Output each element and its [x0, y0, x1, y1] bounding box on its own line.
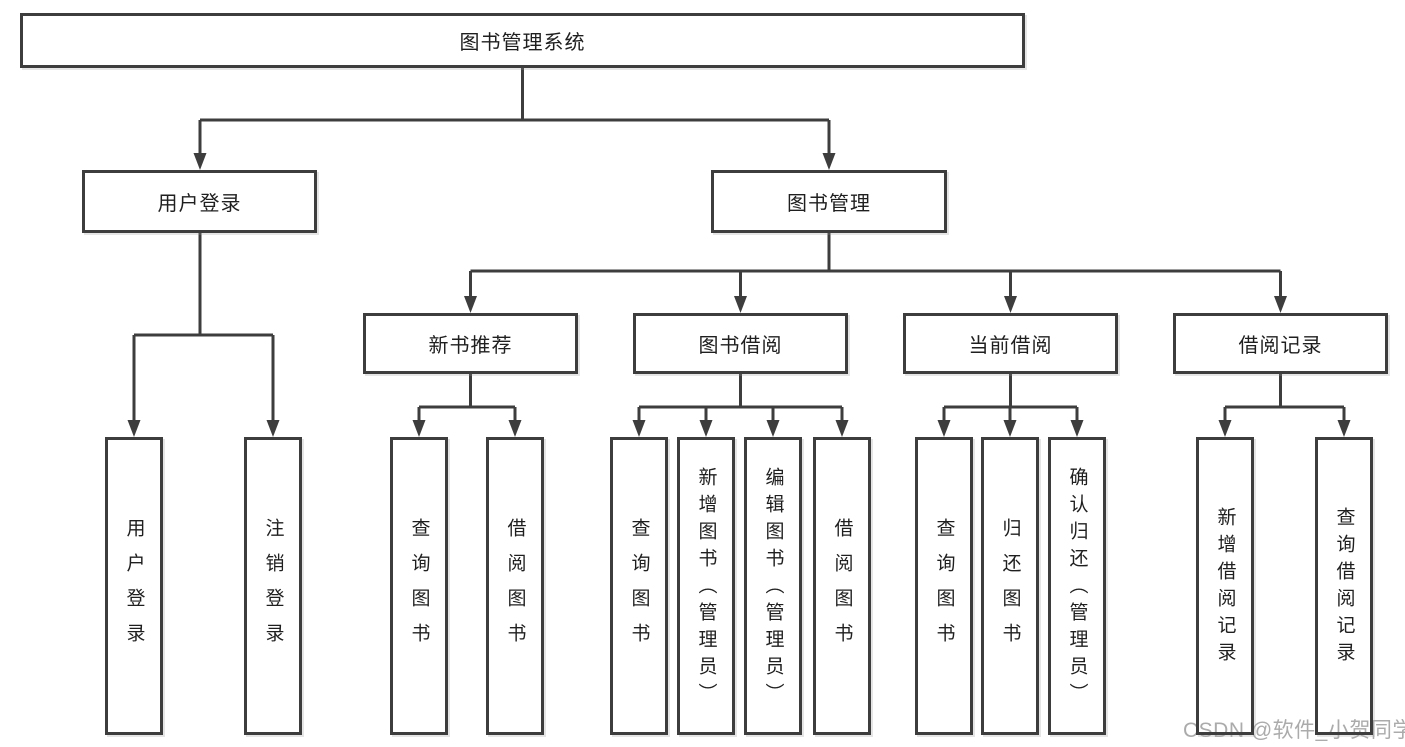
leaf-recommend-borrow-books: 借阅图书 — [486, 437, 544, 735]
node-book-borrow: 图书借阅 — [633, 313, 848, 374]
node-current-borrow: 当前借阅 — [903, 313, 1118, 374]
leaf-borrow-query-books: 查询图书 — [610, 437, 668, 735]
connector-new-book-recommend-children — [412, 374, 522, 437]
leaf-user-login: 用户登录 — [105, 437, 163, 735]
connector-borrow-records-children — [1218, 374, 1351, 437]
connector-book-management-children — [464, 233, 1287, 313]
connector-current-borrow-children — [937, 374, 1084, 437]
connector-root-to-level2 — [193, 68, 836, 170]
leaf-borrow-edit-books-admin: 编辑图书（管理员） — [744, 437, 802, 735]
node-new-book-recommend: 新书推荐 — [363, 313, 578, 374]
node-book-management: 图书管理 — [711, 170, 947, 233]
leaf-records-query-borrow-record: 查询借阅记录 — [1315, 437, 1373, 735]
leaf-records-add-borrow-record: 新增借阅记录 — [1196, 437, 1254, 735]
node-user-login: 用户登录 — [82, 170, 317, 233]
leaf-current-confirm-return-admin: 确认归还（管理员） — [1048, 437, 1106, 735]
node-borrow-records: 借阅记录 — [1173, 313, 1388, 374]
leaf-logout: 注销登录 — [244, 437, 302, 735]
leaf-current-return-books: 归还图书 — [981, 437, 1039, 735]
leaf-recommend-query-books: 查询图书 — [390, 437, 448, 735]
leaf-borrow-add-books-admin: 新增图书（管理员） — [677, 437, 735, 735]
connector-user-login-children — [127, 233, 280, 437]
leaf-current-query-books: 查询图书 — [915, 437, 973, 735]
connector-book-borrow-children — [632, 374, 849, 437]
leaf-borrow-borrow-books: 借阅图书 — [813, 437, 871, 735]
node-library-management-system: 图书管理系统 — [20, 13, 1025, 68]
csdn-watermark: CSDN @软件_小贺同学 — [1183, 719, 1405, 742]
